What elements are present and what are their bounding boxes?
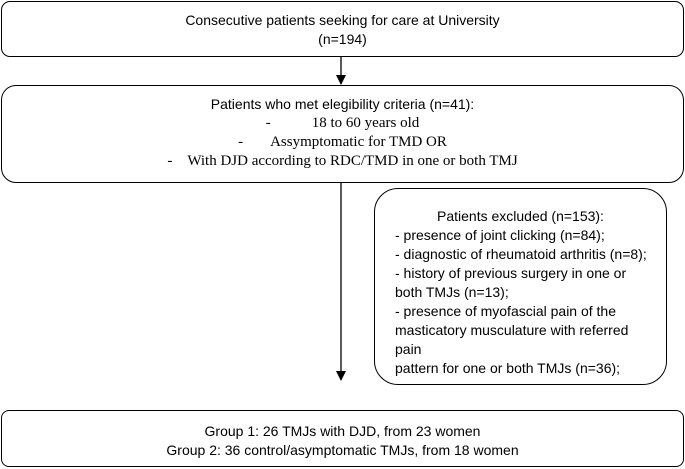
criterion-text: 18 to 60 years old	[311, 115, 420, 131]
exclusion-line: both TMJs (n=13);	[395, 284, 509, 300]
criterion-djd: - With DJD according to RDC/TMD in one o…	[2, 152, 683, 171]
criterion-text: Assymptomatic for TMD OR	[270, 134, 447, 150]
exclusion-line: - diagnostic of rheumatoid arthritis (n=…	[395, 246, 647, 262]
excluded-patients-box: Patients excluded (n=153): - presence of…	[374, 188, 667, 385]
eligible-patients-title: Patients who met elegibility criteria (n…	[210, 96, 475, 112]
criterion-bullet: -	[265, 115, 271, 131]
study-groups-box: Group 1: 26 TMJs with DJD, from 23 women…	[1, 410, 684, 467]
exclusion-line: pattern for one or both TMJs (n=36);	[395, 360, 621, 376]
screened-patients-text: Consecutive patients seeking for care at…	[185, 12, 500, 28]
screened-patients-box: Consecutive patients seeking for care at…	[1, 1, 684, 57]
group-2-text: Group 2: 36 control/asymptomatic TMJs, f…	[166, 442, 519, 458]
exclusion-line: masticatory musculature with referred	[395, 322, 629, 338]
criterion-text: With DJD according to RDC/TMD in one or …	[187, 153, 518, 169]
exclusion-line: pain	[395, 341, 422, 357]
eligible-patients-box: Patients who met elegibility criteria (n…	[1, 85, 684, 183]
criterion-asymptomatic: - Assymptomatic for TMD OR	[2, 133, 683, 152]
exclusion-line: - presence of joint clicking (n=84);	[395, 227, 605, 243]
group-1-text: Group 1: 26 TMJs with DJD, from 23 women	[204, 423, 481, 439]
criterion-bullet: -	[167, 153, 173, 169]
screened-patients-count: (n=194)	[318, 31, 367, 47]
exclusion-line: - presence of myofascial pain of the	[395, 303, 617, 319]
exclusion-line: - history of previous surgery in one or	[395, 265, 627, 281]
excluded-patients-title: Patients excluded (n=153):	[437, 208, 604, 224]
criterion-bullet: -	[238, 134, 244, 150]
criterion-age: - 18 to 60 years old	[2, 114, 683, 133]
